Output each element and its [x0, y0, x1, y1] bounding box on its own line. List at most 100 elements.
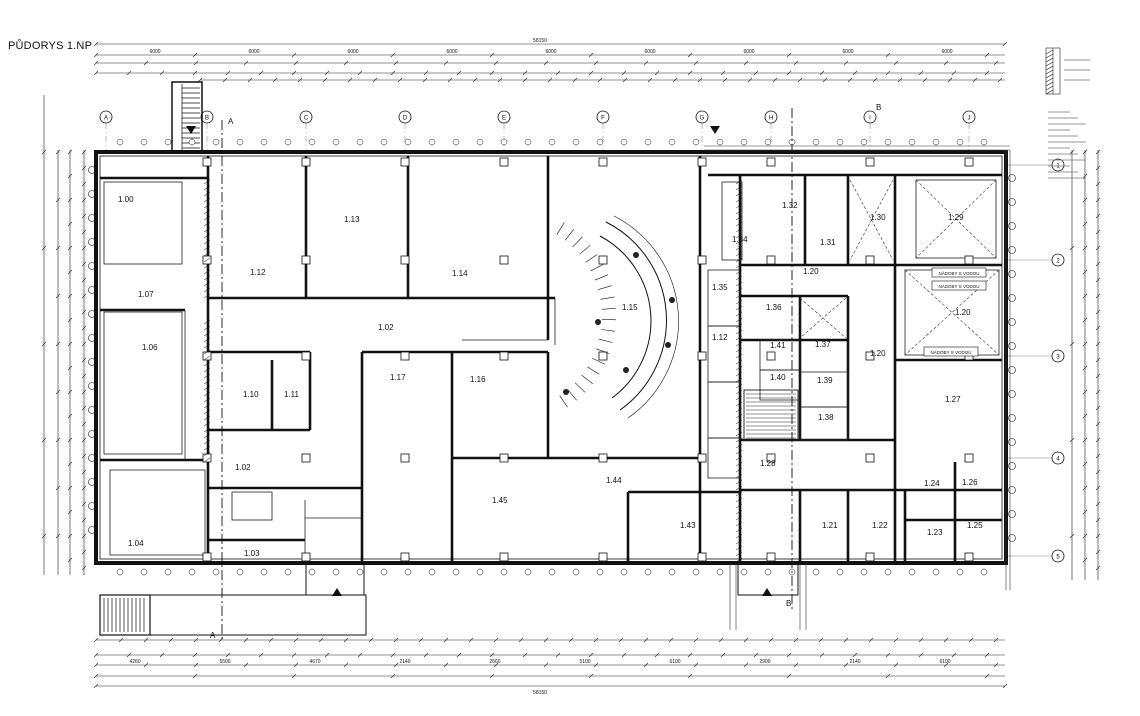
top-tick: [489, 70, 495, 76]
bottom-row-dim: 5500: [219, 659, 230, 665]
hatch: [735, 503, 743, 509]
top-row-dim: 6000: [644, 49, 655, 55]
entrance-arrows: [186, 126, 772, 596]
hatch: [1045, 69, 1054, 75]
bar-segment: [587, 366, 600, 375]
bottom-tick: [687, 673, 693, 679]
hatch: [203, 421, 211, 427]
right-tick: [1095, 197, 1101, 203]
right-tick: [1095, 149, 1101, 155]
right-tick: [1069, 533, 1075, 539]
marker: [260, 568, 268, 576]
top-tick: [247, 77, 253, 83]
hatch: [203, 319, 211, 325]
hatch: [735, 245, 743, 251]
grid-label-G: G: [700, 116, 705, 122]
left-tick: [67, 461, 73, 467]
column: [766, 552, 776, 562]
top-tick: [93, 41, 99, 47]
bottom-tick: [621, 652, 627, 658]
bottom-tick: [225, 652, 231, 658]
hatch: [735, 539, 743, 545]
hatch: [735, 521, 743, 527]
top-tick: [747, 77, 753, 83]
bottom-tick: [843, 662, 849, 668]
bottom-tick: [192, 673, 198, 679]
room-label-1.11: 1.11: [284, 390, 300, 399]
bottom-row-dim: 5100: [579, 659, 590, 665]
hatch: [735, 263, 743, 269]
hatch: [203, 403, 211, 409]
bottom-tick: [489, 652, 495, 658]
left-tick: [67, 221, 73, 227]
bar-segment: [601, 329, 615, 332]
column: [202, 552, 212, 562]
left-tick: [81, 261, 87, 267]
marker: [548, 138, 556, 146]
top-tick: [918, 70, 924, 76]
top-row-dim: 6000: [743, 49, 754, 55]
bottom-tick: [468, 637, 474, 643]
marker: [860, 568, 868, 576]
top-tick: [984, 52, 990, 58]
grid-label-E: E: [502, 116, 506, 122]
room-label-1.25: 1.25: [967, 521, 983, 530]
column: [766, 351, 776, 361]
room-label-1.45: 1.45: [492, 496, 508, 505]
top-tick: [291, 70, 297, 76]
left-tick: [81, 341, 87, 347]
top-tick: [243, 60, 249, 66]
hatch: [735, 185, 743, 191]
hatch: [735, 323, 743, 329]
hatch: [735, 527, 743, 533]
bottom-tick: [268, 637, 274, 643]
column: [400, 453, 410, 463]
column: [766, 453, 776, 463]
bottom-row-dim: 6100: [939, 659, 950, 665]
hatch: [203, 457, 211, 463]
right-tick: [1095, 293, 1101, 299]
top-tick: [997, 77, 1003, 83]
top-tick: [456, 70, 462, 76]
overall-width-bottom: 58150: [533, 690, 547, 696]
bar-segment: [585, 254, 598, 263]
column: [766, 157, 776, 167]
hatch: [735, 287, 743, 293]
left-tick: [81, 229, 87, 235]
right-tick: [1095, 357, 1101, 363]
left-tick: [67, 173, 73, 179]
top-tick: [543, 60, 549, 66]
bottom-tick: [324, 652, 330, 658]
top-tick: [489, 52, 495, 58]
marker: [356, 568, 364, 576]
bottom-tick: [993, 662, 999, 668]
core-stair: [743, 389, 799, 441]
right-bubble: [1008, 366, 1016, 374]
bottom-tick: [843, 637, 849, 643]
hatch: [735, 269, 743, 275]
hatch: [203, 385, 211, 391]
marker: [860, 138, 868, 146]
bottom-tick: [593, 662, 599, 668]
bar-segment: [592, 357, 605, 365]
top-tick: [972, 77, 978, 83]
right-tick: [1095, 405, 1101, 411]
thin-partitions: [103, 179, 1000, 563]
left-tick: [67, 509, 73, 515]
hatch: [203, 185, 211, 191]
hatch: [203, 349, 211, 355]
column: [301, 157, 311, 167]
right-tick: [1069, 341, 1075, 347]
bar-segment: [590, 264, 604, 272]
bottom-tick: [193, 637, 199, 643]
room-label-1.27: 1.27: [945, 395, 961, 404]
marker: [596, 568, 604, 576]
column: [400, 351, 410, 361]
column: [301, 552, 311, 562]
bottom-tick: [456, 652, 462, 658]
top-tick: [885, 70, 891, 76]
top-tick: [893, 60, 899, 66]
hatch: [735, 215, 743, 221]
room-label-1.20b: 1.20: [870, 349, 886, 358]
